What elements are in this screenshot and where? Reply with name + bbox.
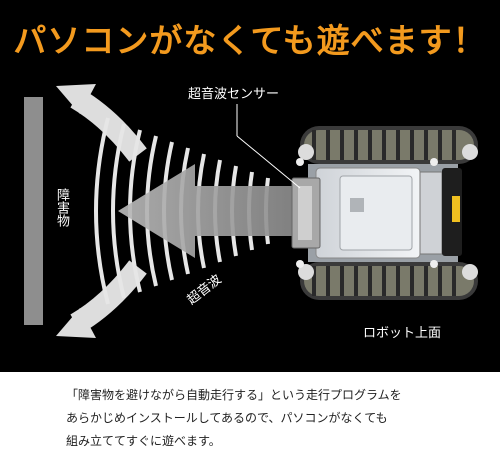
ultrasonic-sensor-label: 超音波センサー: [188, 87, 280, 102]
reflection-arrow-down: [56, 260, 147, 338]
robot-top-view-label: ロボット上面: [363, 326, 442, 341]
description-line-2: あらかじめインストールしてあるので、パソコンがなくても: [66, 411, 388, 425]
obstacle-label: 障害物: [54, 188, 69, 227]
description-line-1: 「障害物を避けながら自動走行する」という走行プログラムを: [66, 388, 402, 402]
sensor-beam-arrow: [118, 164, 300, 258]
robot-top-view: [291, 126, 478, 300]
reflection-arrow-up: [56, 84, 147, 162]
sensor-callout-pointer: [236, 135, 301, 189]
robot-diagram: [56, 84, 478, 338]
headline: パソコンがなくても遊べます！: [13, 21, 487, 60]
illustration-panel: パソコンがなくても遊べます！ 障害物: [0, 0, 500, 372]
description-text: 「障害物を避けながら自動走行する」という走行プログラムを あらかじめインストール…: [66, 384, 486, 453]
obstacle-wall: [24, 97, 43, 325]
description-line-3: 組み立ててすぐに遊べます。: [66, 434, 221, 448]
